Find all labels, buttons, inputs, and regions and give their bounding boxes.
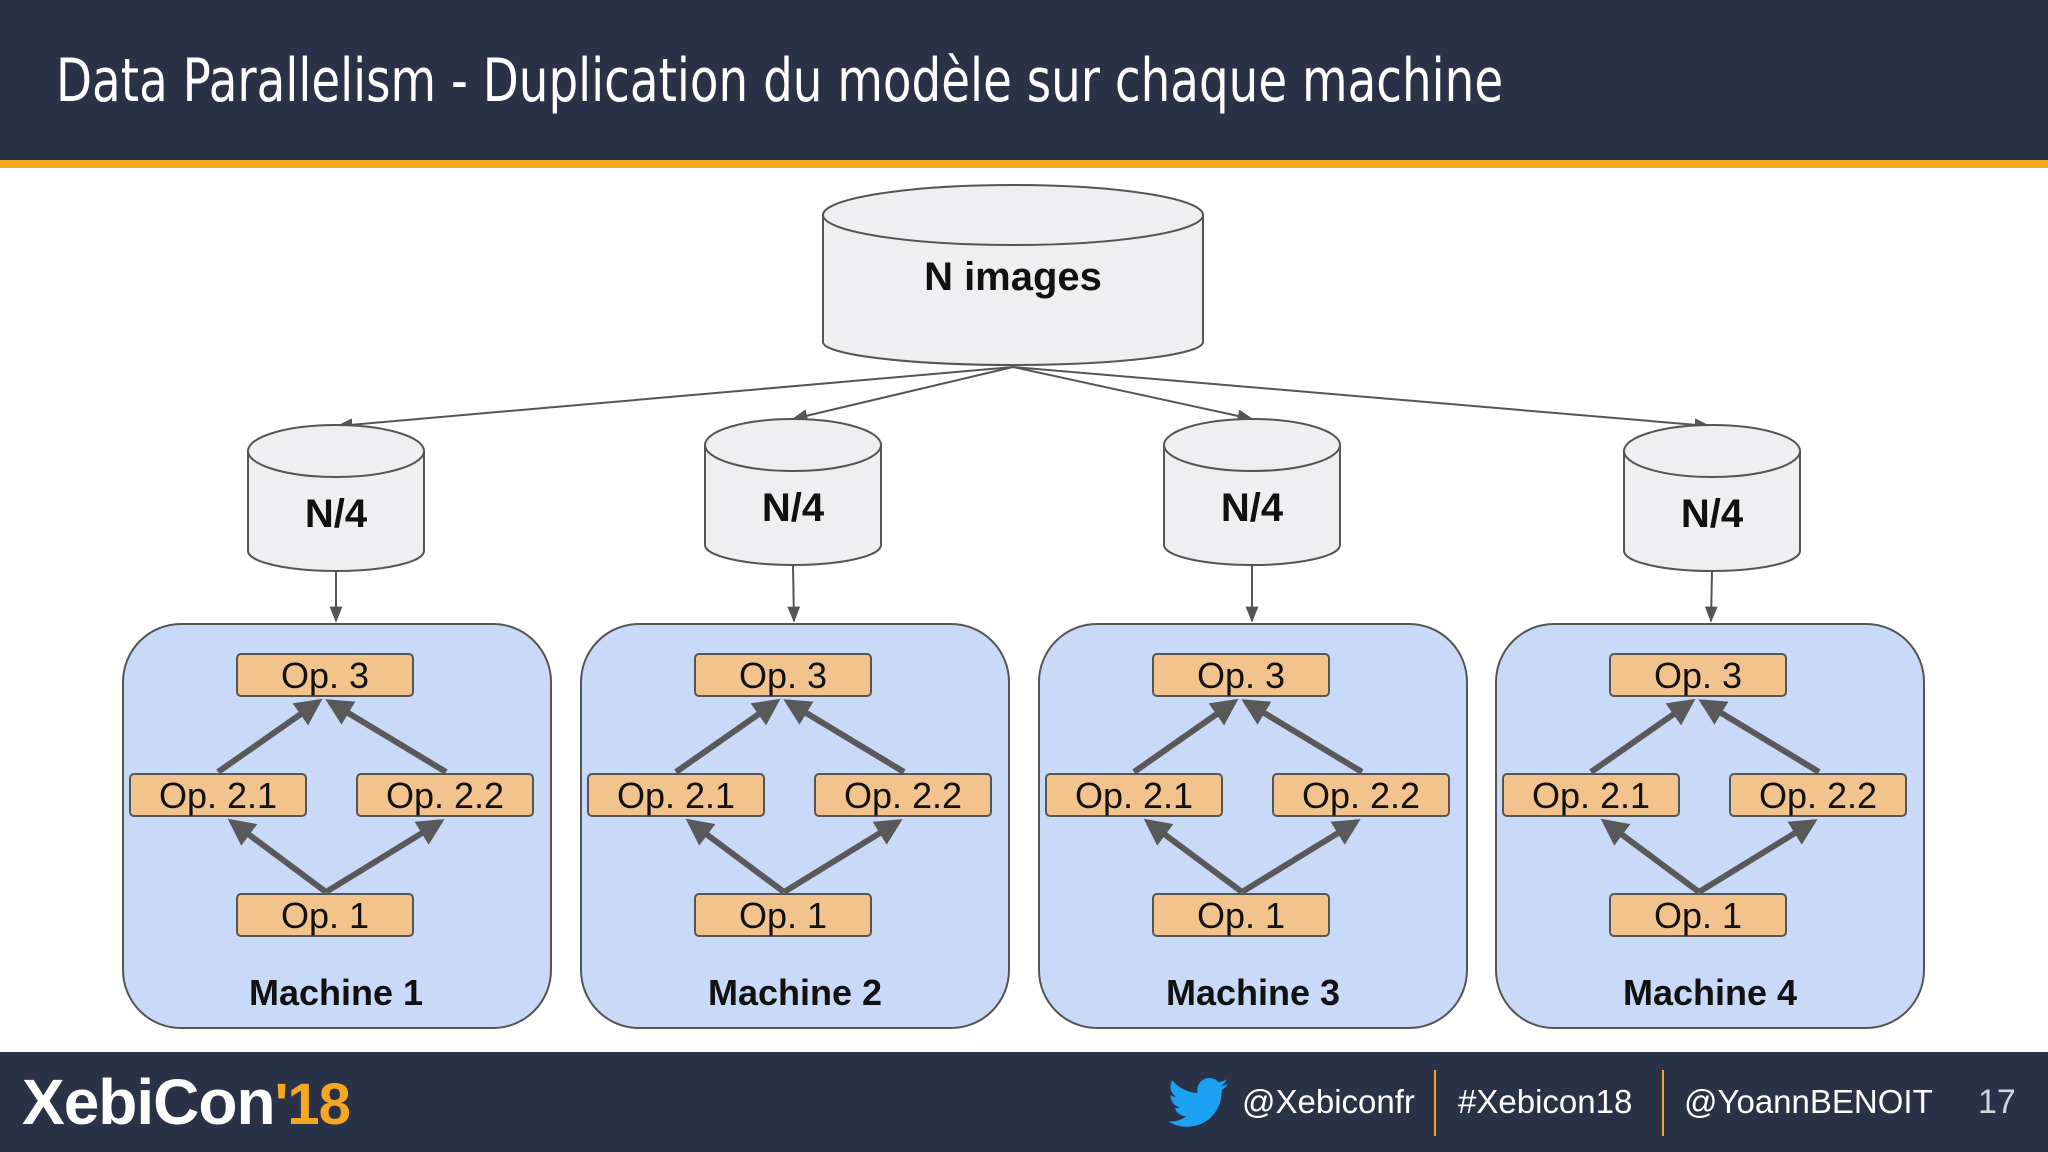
split-arrow-2 <box>791 366 1014 422</box>
op21-label: Op. 2.1 <box>1532 775 1650 816</box>
op22-box <box>356 773 534 817</box>
op1-label: Op. 1 <box>1197 895 1285 936</box>
op1-box <box>1152 893 1330 937</box>
footer-divider <box>1662 1070 1664 1136</box>
split-arrow-3 <box>1012 366 1254 423</box>
shard-label-3: N/4 <box>1221 486 1284 530</box>
op21-box <box>587 773 765 817</box>
op-graph-edges <box>1132 698 1364 895</box>
op3-box <box>694 653 872 697</box>
machine-3: Op. 3 Op. 2.1 Op. 2.2 Op. 1 Machine 3 <box>1038 623 1468 1029</box>
op21-label: Op. 2.1 <box>159 775 277 816</box>
slide-title: Data Parallelism - Duplication du modèle… <box>56 46 1504 116</box>
op22-box <box>1729 773 1907 817</box>
op21-label: Op. 2.1 <box>1075 775 1193 816</box>
machine-label: Machine 4 <box>1623 972 1797 1013</box>
op3-label: Op. 3 <box>281 655 369 696</box>
machine-label: Machine 2 <box>708 972 882 1013</box>
op21-box <box>1045 773 1223 817</box>
machine-1: Op. 3 Op. 2.1 Op. 2.2 Op. 1 Machine 1 <box>122 623 552 1029</box>
op-graph-edges <box>1589 698 1821 895</box>
op3-label: Op. 3 <box>739 655 827 696</box>
hashtag[interactable]: #Xebicon18 <box>1458 1083 1633 1120</box>
source-dataset-label: N images <box>924 255 1102 299</box>
op1-box <box>694 893 872 937</box>
logo-year: '18 <box>274 1072 351 1137</box>
op3-box <box>236 653 414 697</box>
op1-box <box>1609 893 1787 937</box>
machine-label: Machine 3 <box>1166 972 1340 1013</box>
op3-label: Op. 3 <box>1197 655 1285 696</box>
op22-box <box>814 773 992 817</box>
op-graph-edges <box>674 698 906 895</box>
op3-box <box>1152 653 1330 697</box>
feed-arrows <box>329 564 1718 623</box>
op1-box <box>236 893 414 937</box>
slide-header: Data Parallelism - Duplication du modèle… <box>0 0 2048 160</box>
shard-label-4: N/4 <box>1681 492 1744 536</box>
source-dataset-cylinder: N images <box>822 184 1204 366</box>
speaker-handle[interactable]: @YoannBENOIT <box>1684 1083 1933 1120</box>
footer-divider <box>1434 1070 1436 1136</box>
twitter-bird-icon <box>1168 1078 1228 1127</box>
slide-footer: XebiCon'18 @Xebiconfr #Xebicon18 @YoannB… <box>0 1052 2048 1152</box>
xebicon-logo: XebiCon'18 <box>22 1070 351 1137</box>
op1-label: Op. 1 <box>281 895 369 936</box>
machine-4: Op. 3 Op. 2.1 Op. 2.2 Op. 1 Machine 4 <box>1495 623 1925 1029</box>
op22-label: Op. 2.2 <box>1302 775 1420 816</box>
header-accent-line <box>0 160 2048 168</box>
machine-box <box>580 623 1010 1029</box>
op22-label: Op. 2.2 <box>844 775 962 816</box>
op21-box <box>129 773 307 817</box>
op3-box <box>1609 653 1787 697</box>
split-arrow-4 <box>1012 366 1711 432</box>
shard-label-2: N/4 <box>762 486 825 530</box>
op22-box <box>1272 773 1450 817</box>
machine-box <box>122 623 552 1029</box>
shard-cylinder-3: N/4 <box>1163 418 1341 566</box>
shard-cylinder-1: N/4 <box>247 424 425 572</box>
page-number: 17 <box>1978 1083 2016 1121</box>
op21-label: Op. 2.1 <box>617 775 735 816</box>
logo-text: XebiCon <box>22 1066 276 1138</box>
machine-label: Machine 1 <box>249 972 423 1013</box>
op3-label: Op. 3 <box>1654 655 1742 696</box>
machine-2: Op. 3 Op. 2.1 Op. 2.2 Op. 1 Machine 2 <box>580 623 1010 1029</box>
op22-label: Op. 2.2 <box>386 775 504 816</box>
machine-box <box>1038 623 1468 1029</box>
op22-label: Op. 2.2 <box>1759 775 1877 816</box>
split-arrow-1 <box>336 366 1014 432</box>
shard-label-1: N/4 <box>305 492 368 536</box>
op1-label: Op. 1 <box>1654 895 1742 936</box>
machine-box <box>1495 623 1925 1029</box>
op1-label: Op. 1 <box>739 895 827 936</box>
data-parallelism-diagram: N images N/4 N/4 N/4 N/4 <box>122 184 1925 1029</box>
op-graph-edges <box>216 698 448 895</box>
feed-arrow-4 <box>1704 570 1718 623</box>
shard-cylinder-2: N/4 <box>704 418 882 566</box>
twitter-handle[interactable]: @Xebiconfr <box>1242 1083 1415 1120</box>
op21-box <box>1502 773 1680 817</box>
feed-arrow-2 <box>787 564 801 623</box>
distribution-arrows <box>336 366 1711 432</box>
shard-cylinder-4: N/4 <box>1623 424 1801 572</box>
